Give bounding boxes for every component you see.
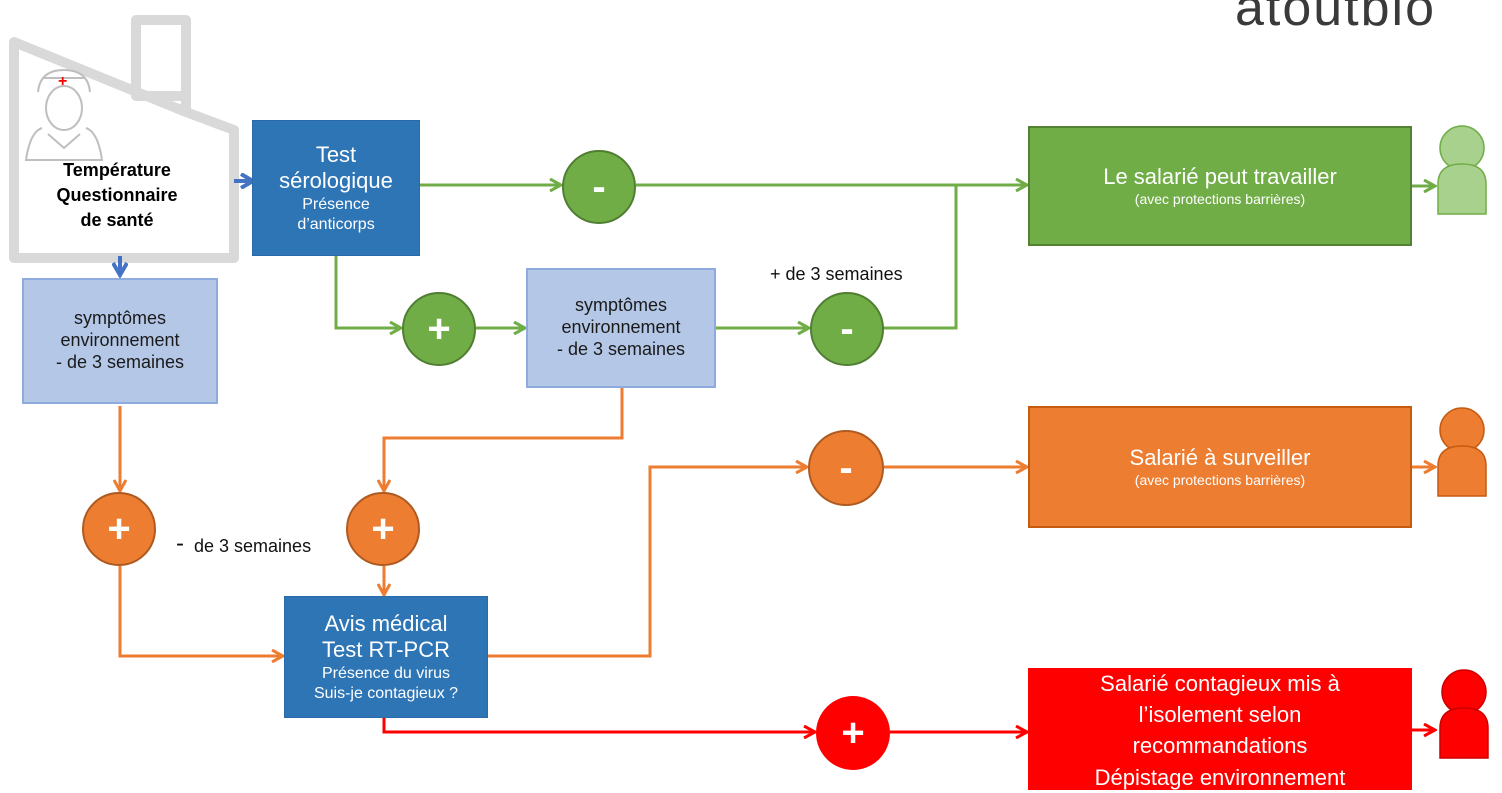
minus-circle-green-mid: - [810, 292, 884, 366]
symptomes-left-box: symptômes environnement - de 3 semaines [22, 278, 218, 404]
label-moins-3-semaines: de 3 semaines [194, 536, 312, 556]
plus-circle-orange-mid: + [346, 492, 420, 566]
house-line-sante: de santé [80, 209, 154, 230]
plus-circle-green: + [402, 292, 476, 366]
a-surveiller-sub: (avec protections barrières) [1134, 471, 1306, 488]
a-surveiller-box: Salarié à surveiller (avec protections b… [1028, 406, 1412, 528]
nurse-icon [24, 68, 104, 161]
symptomes-left-line3: - de 3 semaines [55, 351, 185, 372]
test-serologique-sub1: Présence [302, 196, 370, 214]
person-green-icon [1437, 125, 1487, 215]
symptomes-left-line2: environnement [60, 330, 180, 351]
peut-travailler-sub: (avec protections barrières) [1134, 190, 1306, 207]
nurse-cross-icon: + [58, 73, 67, 90]
red-paths [382, 718, 1434, 732]
orange-paths [120, 388, 1434, 656]
contagieux-box: Salarié contagieux mis à l’isolement sel… [1028, 668, 1412, 790]
symptomes-mid-line1: symptômes [574, 295, 668, 316]
label-plus-3-semaines: + de 3 semaines [770, 264, 903, 284]
avis-medical-line2: Test RT-PCR [322, 637, 450, 663]
test-serologique-sub2: d’anticorps [297, 215, 375, 233]
minus-circle-orange: - [808, 430, 884, 506]
symptomes-mid-line2: environnement [561, 317, 681, 338]
house-shape [9, 15, 239, 263]
avis-medical-line1: Avis médical [324, 610, 448, 636]
contagieux-line2: l’isolement selon [1138, 702, 1302, 728]
person-orange-icon [1437, 407, 1487, 497]
symptomes-mid-box: symptômes environnement - de 3 semaines [526, 268, 716, 388]
house-line-questionnaire: Questionnaire [56, 184, 178, 205]
symptomes-left-line1: symptômes [73, 308, 167, 329]
house-label: Température Questionnaire de santé [22, 158, 212, 232]
avis-medical-box: Avis médical Test RT-PCR Présence du vir… [284, 596, 488, 718]
peut-travailler-title: Le salarié peut travailler [1103, 164, 1337, 190]
avis-medical-line4: Suis-je contagieux ? [313, 684, 459, 702]
green-paths [334, 185, 1434, 328]
symptomes-mid-line3: - de 3 semaines [556, 338, 686, 359]
contagieux-line4: Dépistage environnement [1094, 764, 1346, 790]
test-serologique-box: Test sérologique Présence d’anticorps [252, 120, 420, 256]
atoutbio-logo: atoutbio [1234, 0, 1436, 37]
contagieux-line1: Salarié contagieux mis à [1100, 671, 1340, 696]
plus-circle-red: + [816, 696, 890, 770]
test-serologique-title2: sérologique [279, 168, 393, 194]
contagieux-line3: recommandations [1132, 733, 1308, 759]
test-serologique-title1: Test [315, 141, 357, 167]
plus-circle-orange-left: + [82, 492, 156, 566]
avis-medical-line3: Présence du virus [321, 665, 451, 683]
house-line-temperature: Température [63, 160, 171, 180]
minus-circle-green-top: - [562, 150, 636, 224]
person-red-icon [1439, 669, 1489, 759]
label-moins-dash: - [176, 530, 184, 557]
peut-travailler-box: Le salarié peut travailler (avec protect… [1028, 126, 1412, 246]
a-surveiller-title: Salarié à surveiller [1129, 445, 1311, 471]
